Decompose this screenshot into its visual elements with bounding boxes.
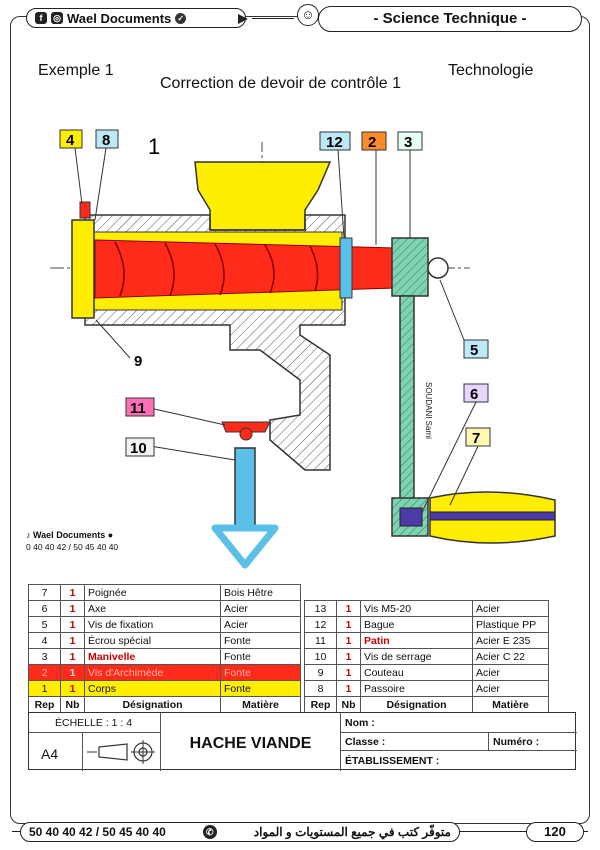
table-row: 12 1 Bague Plastique PP bbox=[304, 616, 549, 633]
watermark-phones: 0 40 40 42 / 50 45 40 40 bbox=[26, 542, 119, 552]
callout-8: 8 bbox=[102, 132, 110, 149]
table-row: 5 1 Vis de fixation Acier bbox=[28, 616, 301, 633]
footer-ad: 50 40 40 42 / 50 45 40 40 ✆ متوفّر كتب ف… bbox=[20, 822, 460, 842]
table-row: 1 1 Corps Fonte bbox=[28, 680, 301, 697]
tiktok-icon: ♪ bbox=[26, 530, 31, 540]
watermark-brand: Wael Documents bbox=[33, 530, 106, 540]
table-row: 4 1 Écrou spécial Fonte bbox=[28, 632, 301, 649]
footer-phones: 50 40 40 42 / 50 45 40 40 bbox=[29, 825, 166, 839]
projection-icon bbox=[87, 740, 155, 764]
callout-11: 11 bbox=[130, 400, 146, 417]
table-row: 11 1 Patin Acier E 235 bbox=[304, 632, 549, 649]
bom-table-right: 13 1 Vis M5-20 Acier 12 1 Bague Plastiqu… bbox=[304, 600, 549, 713]
phone-icon: ✆ bbox=[202, 825, 217, 839]
callout-4: 4 bbox=[66, 132, 75, 149]
subject-label: Technologie bbox=[448, 62, 534, 79]
correction-title: Correction de devoir de contrôle 1 bbox=[160, 75, 402, 92]
table-row: 6 1 Axe Acier bbox=[28, 600, 301, 617]
patin bbox=[221, 421, 271, 433]
table-header: Rep Nb Désignation Matière bbox=[304, 696, 549, 713]
table-row: 7 1 Poignée Bois Hêtre bbox=[28, 584, 301, 601]
bague bbox=[339, 237, 353, 299]
footer-arabic: متوفّر كتب في جميع المستويات و المواد bbox=[253, 825, 451, 839]
pencil-tip-icon bbox=[238, 14, 248, 24]
table-row: 10 1 Vis de serrage Acier C 22 bbox=[304, 648, 549, 665]
table-header: Rep Nb Désignation Matière bbox=[28, 696, 301, 713]
scale-label: ÉCHELLE : 1 : 4 bbox=[29, 713, 161, 733]
header-divider bbox=[252, 18, 294, 19]
drawing-title: HACHE VIANDE bbox=[161, 713, 341, 771]
exercise-label: Exemple 1 bbox=[38, 62, 114, 79]
verified-icon: ● bbox=[107, 530, 114, 540]
ecrou-special bbox=[71, 219, 95, 319]
manivelle-arm bbox=[399, 295, 415, 507]
callout-1: 1 bbox=[148, 134, 160, 159]
reader-icon: ☺ bbox=[297, 4, 319, 26]
callout-7: 7 bbox=[472, 430, 480, 447]
bom-table-left: 7 1 Poignée Bois Hêtre 6 1 Axe Acier 5 1… bbox=[28, 584, 301, 713]
callout-6: 6 bbox=[470, 386, 478, 403]
facebook-icon: f bbox=[35, 12, 47, 24]
brand-badge: f ◎ Wael Documents ✓ bbox=[26, 8, 246, 28]
callout-3: 3 bbox=[404, 134, 412, 151]
callout-10: 10 bbox=[130, 440, 147, 457]
verified-icon: ✓ bbox=[175, 12, 187, 24]
callout-5: 5 bbox=[470, 342, 478, 359]
table-row: 9 1 Couteau Acier bbox=[304, 664, 549, 681]
brand-name: Wael Documents bbox=[67, 10, 172, 26]
page-number: 120 bbox=[526, 822, 584, 842]
title-block: ÉCHELLE : 1 : 4 A4 HACHE VIANDE Nom : Cl… bbox=[28, 712, 577, 771]
projection-symbol bbox=[83, 733, 161, 771]
watermark: ♪ Wael Documents ● 0 40 40 42 / 50 45 40… bbox=[26, 530, 118, 552]
callout-12: 12 bbox=[326, 134, 343, 151]
vis-de-serrage bbox=[234, 447, 256, 529]
class-field: Classe : bbox=[341, 733, 489, 751]
name-field: Nom : bbox=[341, 713, 577, 733]
axe bbox=[429, 511, 556, 521]
meat-grinder-drawing: SOUDANI Sami 4 8 1 12 2 3 5 6 7 9 11 10 bbox=[50, 129, 556, 569]
school-field: ÉTABLISSEMENT : bbox=[345, 755, 440, 767]
format-label: A4 bbox=[29, 733, 83, 771]
manivelle-hub bbox=[391, 237, 429, 297]
table-row: 13 1 Vis M5-20 Acier bbox=[304, 600, 549, 617]
table-row: 3 1 Manivelle Fonte bbox=[28, 648, 301, 665]
callout-9: 9 bbox=[134, 353, 142, 370]
table-row: 2 1 Vis d'Archimède Fonte bbox=[28, 664, 301, 681]
drawing-signature: SOUDANI Sami bbox=[424, 382, 433, 439]
instagram-icon: ◎ bbox=[51, 12, 63, 24]
table-row: 8 1 Passoire Acier bbox=[304, 680, 549, 697]
number-field: Numéro : bbox=[489, 733, 577, 751]
page-title: - Science Technique - bbox=[318, 6, 582, 32]
callout-2: 2 bbox=[368, 134, 376, 151]
